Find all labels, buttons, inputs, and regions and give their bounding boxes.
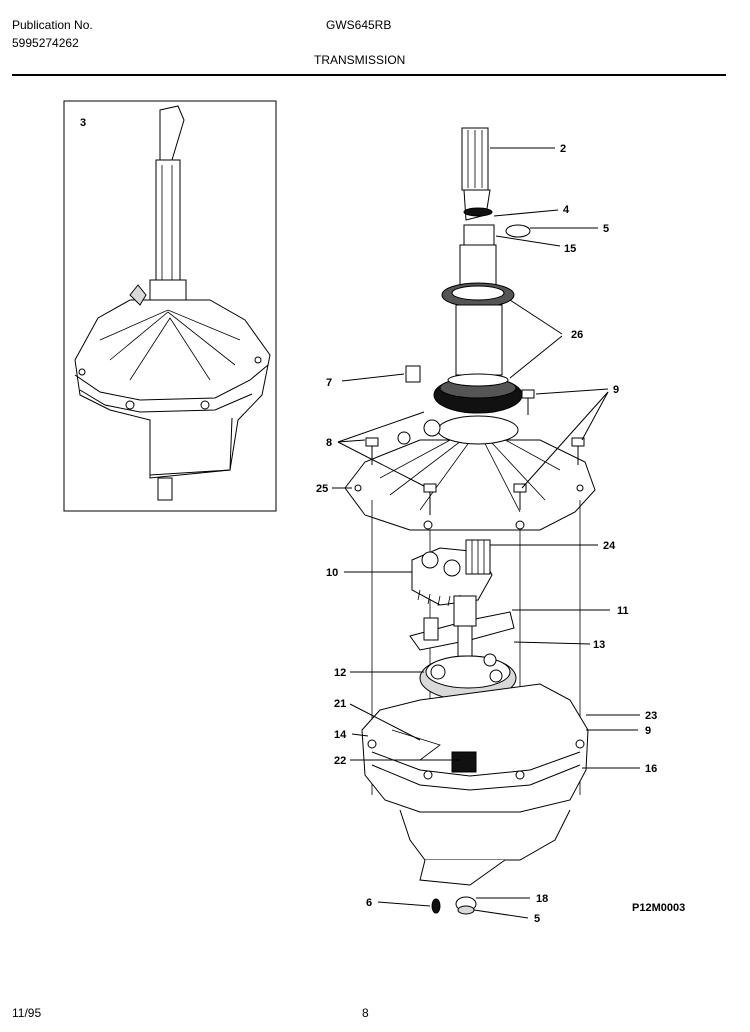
part-label: 13 [593,639,605,651]
part-label: 25 [316,483,328,495]
part-label: 26 [571,329,583,341]
part-label: 2 [560,143,566,155]
page-number: 8 [362,1006,369,1020]
header-rule [12,74,726,76]
leader-lines [332,147,640,919]
model-number: GWS645RB [326,18,392,32]
part-label: 8 [326,437,332,449]
part-label: 7 [326,377,332,389]
part-label: 18 [536,893,548,905]
section-title: TRANSMISSION [314,53,406,67]
part-16-case [361,683,589,813]
part-label: 12 [334,667,346,679]
part-label: 16 [645,763,657,775]
footer-date: 11/95 [12,1006,42,1020]
part-label: 15 [564,243,576,255]
part-label: 5 [534,913,540,925]
part-labels: 2 4 5 15 26 7 9 8 25 24 10 11 13 12 21 2… [316,143,685,925]
part-label: 9 [613,384,619,396]
part-label: 22 [334,755,346,767]
inset-label: 3 [80,117,86,129]
inset-assembly: 3 [63,100,277,512]
inset-frame [63,100,277,512]
part-label: 23 [645,710,657,722]
part-label: 5 [603,223,609,235]
publication-label: Publication No. [12,18,93,32]
part-label: 21 [334,698,346,710]
part-label: 24 [603,540,616,552]
part-label: 9 [645,725,651,737]
part-label: 11 [617,605,629,617]
publication-number: 5995274262 [12,36,79,50]
part-25-cover [344,439,596,531]
part-label: 6 [366,897,372,909]
main-assembly [344,127,596,915]
part-label: 4 [563,204,570,216]
part-label: 14 [334,729,347,741]
part-label: 10 [326,567,338,579]
drawing-code: P12M0003 [632,902,685,914]
